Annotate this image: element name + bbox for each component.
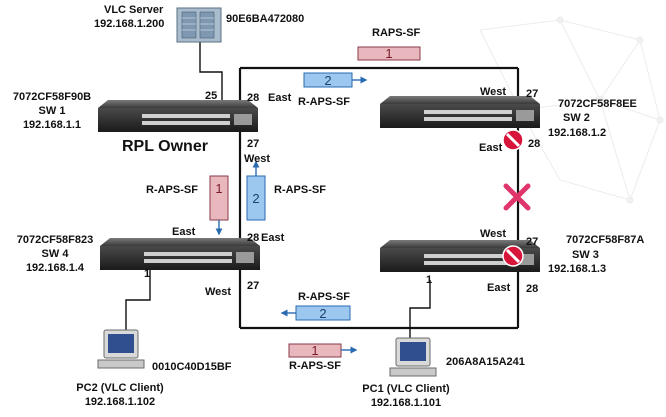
server-name: VLC Server [104, 4, 164, 16]
pc1-icon [389, 337, 437, 377]
rpl-owner-label: RPL Owner [122, 138, 208, 155]
sw1-mac: 7072CF58F90B [12, 91, 92, 103]
sw1-name: SW 1 [38, 105, 66, 117]
raps-bottom-mid-number: 2 [319, 306, 326, 321]
blocked-port-sw3-icon [502, 245, 524, 267]
raps-sw1-east-label: R-APS-SF [298, 96, 350, 108]
sw4-port-west-num: 27 [247, 280, 260, 292]
raps-sw1-east-number: 2 [324, 73, 331, 88]
sw3-port-west-num: 27 [526, 236, 539, 248]
server-ip: 192.168.1.200 [94, 18, 165, 30]
sw4-west-label: West [205, 286, 232, 298]
sw2-mac: 7072CF58F8EE [558, 98, 637, 110]
sw3-ip: 192.168.1.3 [548, 263, 607, 275]
sw4-name: SW 4 [41, 248, 69, 260]
sw1-port-west-num: 27 [247, 138, 260, 150]
message-raps-left-up: 2 [246, 160, 266, 221]
sw3-west-label: West [480, 228, 507, 240]
link-server-sw1 [199, 40, 223, 104]
raps-left-down-number: 1 [215, 181, 222, 196]
raps-left-down-label: R-APS-SF [146, 184, 198, 196]
sw3-east-label: East [487, 282, 511, 294]
pc2-icon [97, 329, 145, 369]
raps-bottom-low-number: 1 [311, 343, 318, 358]
sw4-east-label: East [172, 226, 196, 238]
pc2-name: PC2 (VLC Client) [76, 382, 164, 394]
pc1-mac: 206A8A15A241 [446, 356, 525, 368]
message-raps-bottom-mid: 2 [280, 305, 351, 321]
raps-left-up-label: R-APS-SF [274, 184, 326, 196]
server-icon [176, 7, 222, 43]
raps-bottom-mid-label: R-APS-SF [298, 291, 350, 303]
pc2-mac: 0010C40D15BF [152, 361, 232, 373]
pc1-ip: 192.168.1.101 [370, 397, 442, 409]
sw4-mac: 7072CF58F823 [16, 234, 94, 246]
pc1-name: PC1 (VLC Client) [362, 383, 450, 395]
sw3-port-client: 1 [426, 274, 433, 286]
raps-left-up-number: 2 [252, 191, 259, 206]
sw2-port-east-num: 28 [528, 138, 541, 150]
raps-top-label: RAPS-SF [372, 27, 421, 39]
sw4-port-east-num: 28 [247, 232, 260, 244]
sw2-west-label: West [480, 86, 507, 98]
blocked-port-sw2-icon [502, 129, 524, 151]
sw1-west-label: West [244, 153, 271, 165]
raps-top-number: 1 [385, 46, 392, 61]
sw3-name: SW 3 [572, 249, 599, 261]
sw1-port-uplink: 25 [205, 90, 218, 102]
message-raps-bottom-low: 1 [288, 343, 358, 358]
message-raps-left-down: 1 [209, 175, 229, 236]
server-mac: 90E6BA472080 [226, 13, 305, 25]
sw1-ip: 192.168.1.1 [22, 119, 82, 131]
link-sw3-pc1 [409, 280, 431, 340]
sw2-east-label: East [479, 142, 503, 154]
raps-bottom-low-label: R-APS-SF [289, 360, 341, 372]
sw4-ip: 192.168.1.4 [25, 262, 85, 274]
access-links [125, 40, 431, 340]
sw3-mac: 7072CF58F87A [566, 234, 645, 246]
sw1-port-east-num: 28 [247, 92, 260, 104]
link-sw4-pc2 [125, 268, 151, 332]
sw4-port-east-label: East [261, 232, 285, 244]
sw2-ip: 192.168.1.2 [548, 127, 607, 139]
sw2-port-west-num: 27 [526, 88, 539, 100]
message-raps-sw1-east: 2 [303, 72, 368, 88]
pc2-ip: 192.168.1.102 [84, 396, 156, 408]
sw3-port-east-num: 28 [526, 283, 539, 295]
message-raps-top: 1 [357, 46, 421, 61]
link-failure-icon [503, 183, 531, 211]
sw1-east-label: East [268, 92, 292, 104]
switch-sw4-icon [100, 238, 260, 270]
switch-sw1-icon [98, 100, 258, 132]
sw4-port-client: 1 [144, 268, 151, 280]
switch-sw2-icon [380, 96, 540, 128]
sw2-name: SW 2 [563, 112, 590, 124]
